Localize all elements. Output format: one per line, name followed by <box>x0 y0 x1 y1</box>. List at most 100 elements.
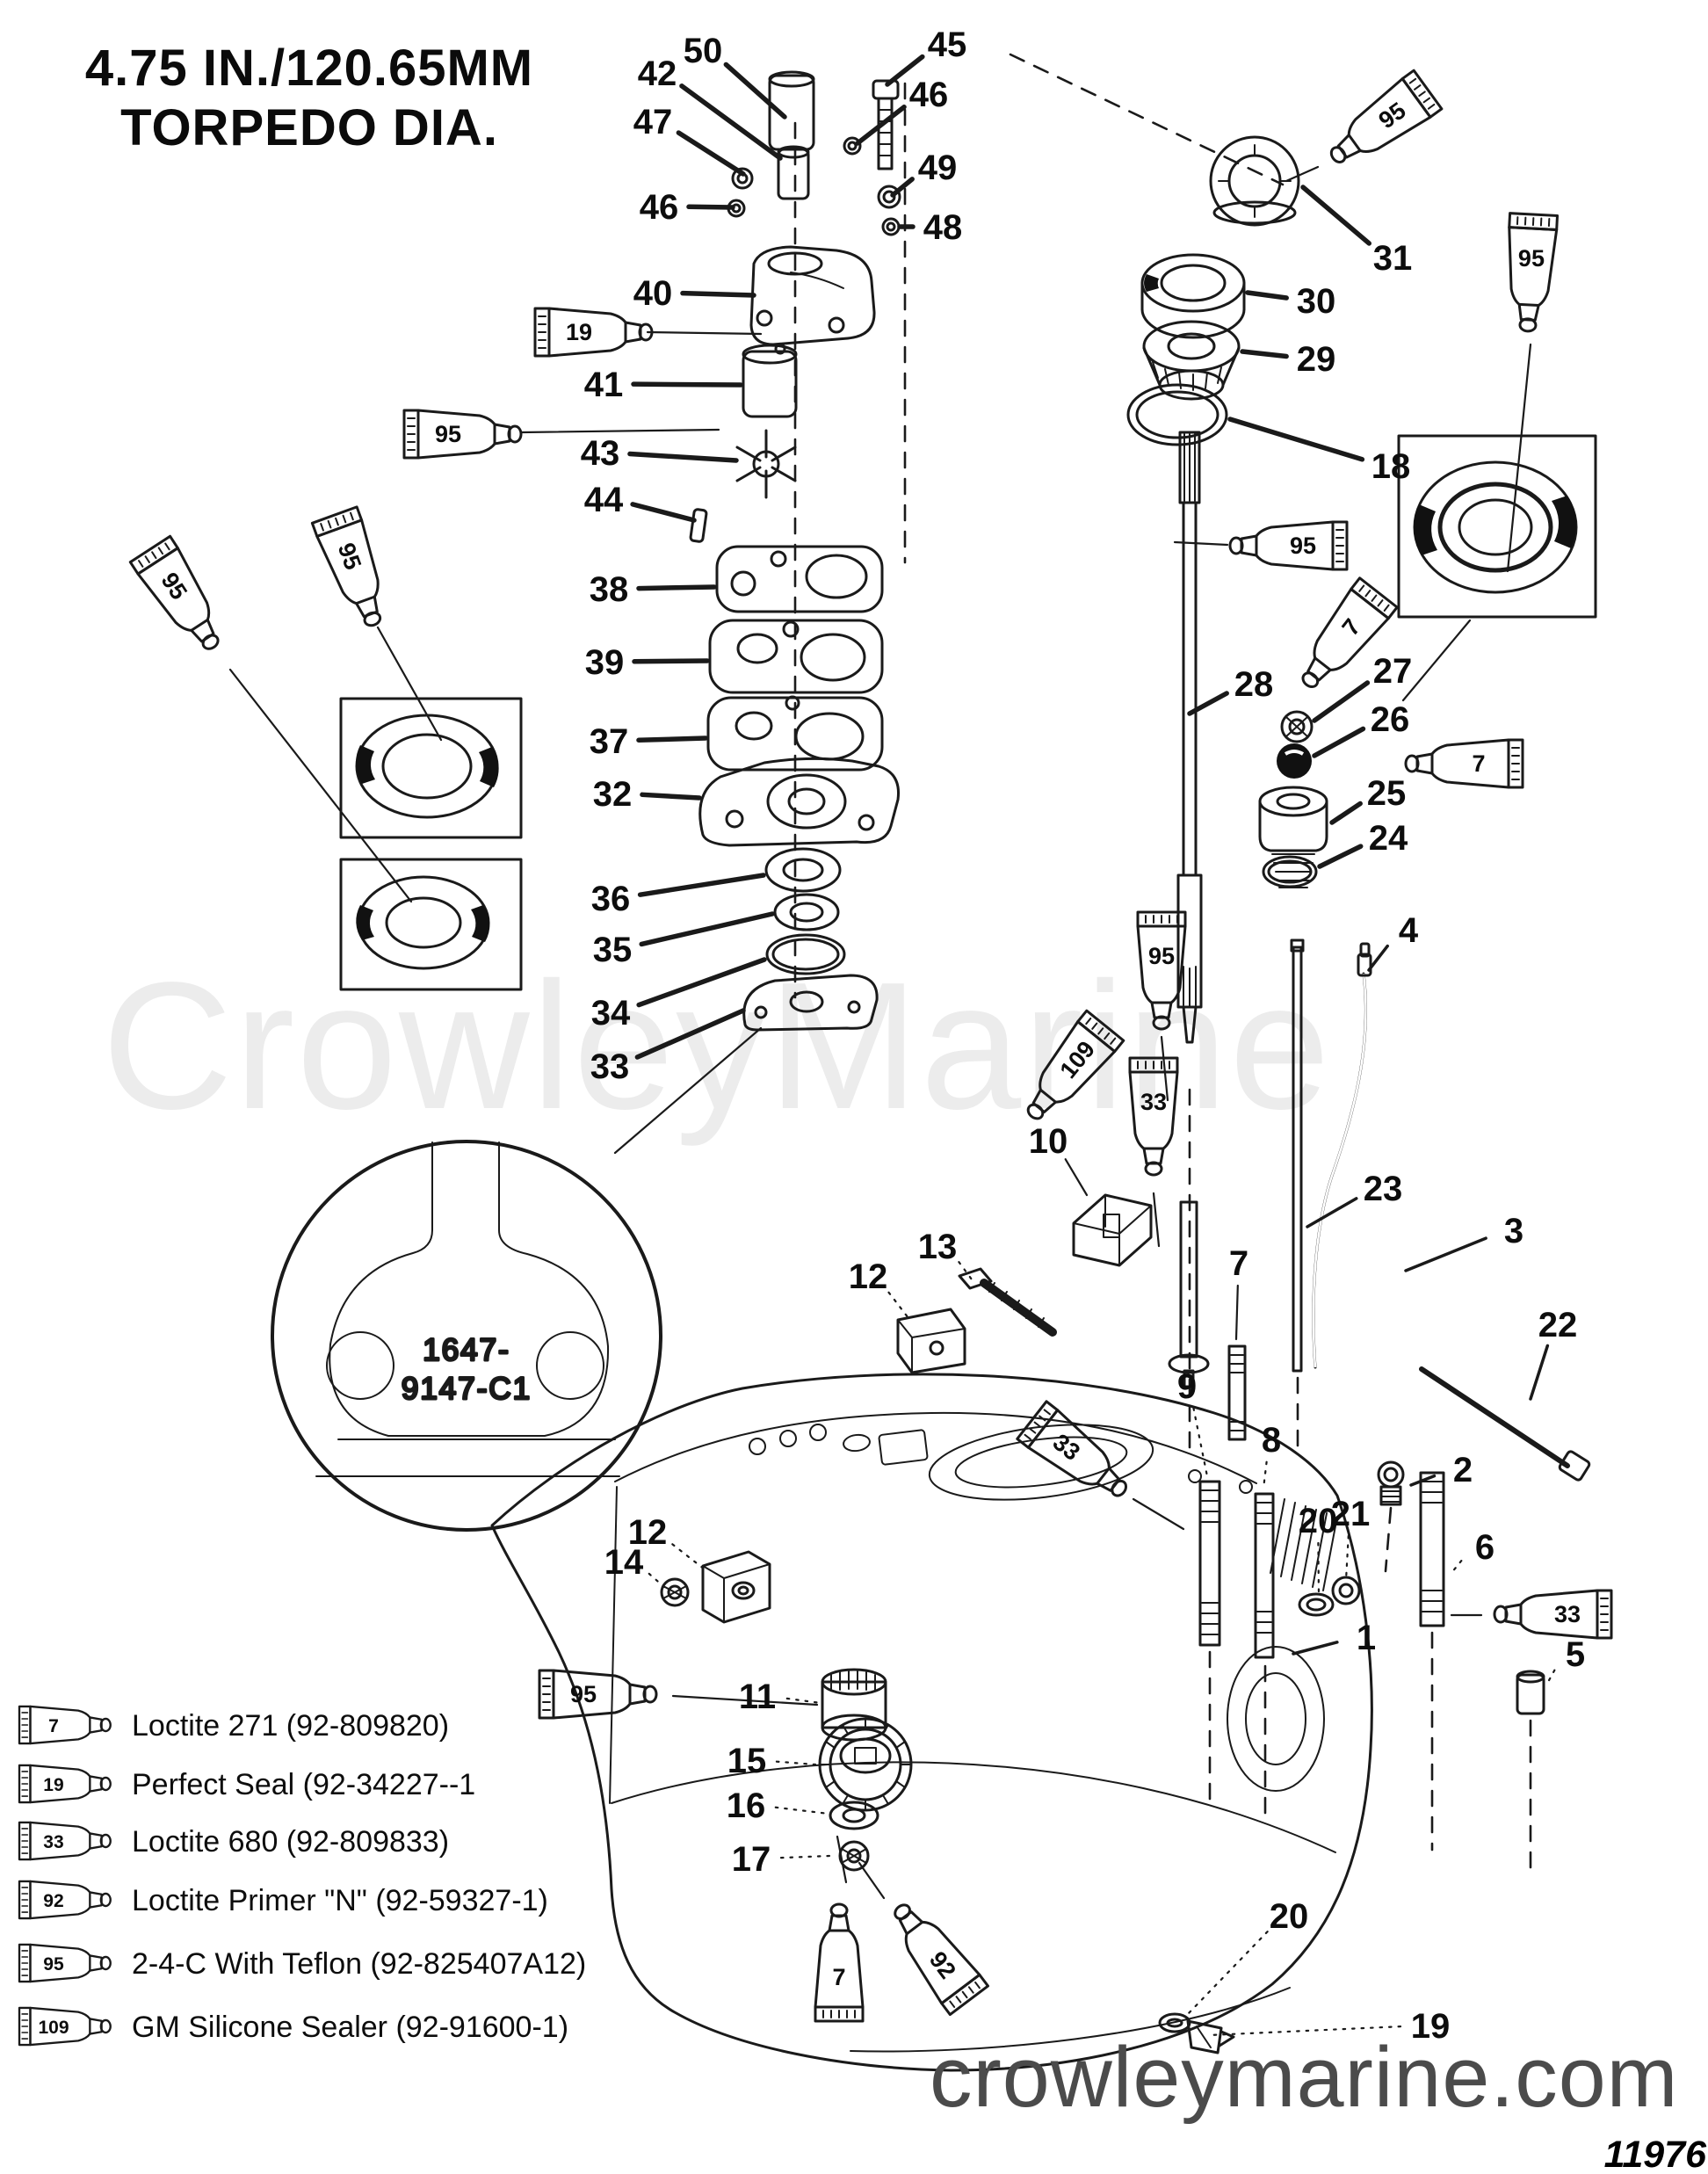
tube-label-33-11: 33 <box>1140 1089 1167 1115</box>
callout-49-6: 49 <box>918 149 958 187</box>
leader-1-44 <box>1292 1641 1339 1656</box>
leader-27-25 <box>1312 680 1371 723</box>
tube-label-95-5: 95 <box>1518 245 1545 272</box>
leader-7-36 <box>1234 1284 1239 1341</box>
driveshaft-28 <box>1168 431 1210 1388</box>
callout-19-52: 19 <box>1411 2007 1451 2046</box>
callout-21-41: 21 <box>1331 1495 1371 1533</box>
leader-34-18 <box>636 957 767 1008</box>
callout-20-40: 20 <box>1299 1502 1338 1540</box>
svg-text:33: 33 <box>43 1832 63 1852</box>
bearing-ball-26 <box>1277 743 1312 779</box>
leader-38-12 <box>636 584 717 591</box>
callout-47-4: 47 <box>633 103 673 141</box>
leader-41-9 <box>631 381 743 388</box>
tube-95-1 <box>402 409 523 460</box>
callout-32-15: 32 <box>593 775 633 814</box>
callout-4-29: 4 <box>1399 911 1419 950</box>
leader-13-34 <box>958 1261 973 1281</box>
legend-tube-7: 7 <box>18 1705 112 1745</box>
svg-text:19: 19 <box>43 1775 63 1795</box>
callout-41-9: 41 <box>584 366 624 404</box>
callout-11-47: 11 <box>739 1678 776 1716</box>
tube-label-109-10: 109 <box>1054 1036 1100 1083</box>
legend-text-92: Loctite Primer "N" (92-59327-1) <box>132 1884 548 1917</box>
leader-12-45 <box>671 1543 706 1571</box>
callout-24-28: 24 <box>1369 819 1408 858</box>
speedo-fitting-2 <box>1377 1460 1405 1506</box>
callout-46-5: 46 <box>640 188 679 227</box>
callout-16-49: 16 <box>727 1786 766 1825</box>
legend-tube-109: 109 <box>18 2006 112 2047</box>
tube-33-11 <box>1128 1056 1179 1177</box>
tube-label-95-9: 95 <box>1148 943 1175 969</box>
callout-12-45: 12 <box>628 1513 668 1552</box>
tube-label-92-16: 92 <box>924 1946 961 1983</box>
callout-leader-lines <box>627 54 1556 2037</box>
page-title-line1: 4.75 IN./120.65MM <box>84 40 534 97</box>
leader-9-37 <box>1192 1407 1209 1478</box>
tube-7-8 <box>1404 738 1524 789</box>
tube-label-95-13: 95 <box>570 1681 597 1707</box>
dowel-5 <box>1516 1670 1545 1715</box>
tab-nut-17 <box>838 1840 870 1872</box>
washer-46-right <box>843 136 862 156</box>
washer-20-upper <box>1298 1592 1335 1617</box>
callout-12-35: 12 <box>849 1257 888 1296</box>
gasket-33 <box>742 974 879 1032</box>
leader-40-8 <box>680 290 756 298</box>
stud-9 <box>1198 1480 1221 1647</box>
leader-25-27 <box>1329 801 1363 825</box>
tube-label-95-3: 95 <box>156 568 192 605</box>
bolt-45 <box>872 79 900 170</box>
retainer-ring-31 <box>1209 135 1300 227</box>
callout-2-39: 2 <box>1453 1451 1473 1489</box>
leader-5-43 <box>1546 1669 1556 1684</box>
stud-7 <box>1227 1344 1247 1441</box>
callout-23-30: 23 <box>1364 1170 1403 1208</box>
leader-33-19 <box>634 1008 746 1060</box>
gear-housing-1 <box>490 1373 1373 2072</box>
leader-36-16 <box>637 873 766 897</box>
callout-28-24: 28 <box>1234 665 1274 704</box>
svg-text:95: 95 <box>43 1954 64 1975</box>
callout-25-27: 25 <box>1367 774 1407 813</box>
leader-17-50 <box>779 1854 831 1859</box>
callout-38-12: 38 <box>590 570 629 609</box>
callout-30-21: 30 <box>1297 282 1336 321</box>
callout-1-44: 1 <box>1357 1619 1376 1657</box>
link-lines <box>228 165 1532 1900</box>
tube-label-19-0: 19 <box>566 319 592 345</box>
tube-label-95-2: 95 <box>333 540 366 573</box>
callout-42-3: 42 <box>638 54 677 93</box>
tube-label-95-6: 95 <box>1290 533 1316 559</box>
shift-rod-23 <box>1290 938 1305 1373</box>
pinion-nut-27 <box>1280 710 1314 743</box>
shift-cam-bracket-10 <box>1072 1193 1153 1267</box>
sleeve-42 <box>777 145 810 200</box>
leader-29-22 <box>1240 349 1289 359</box>
drain-screw-19 <box>1186 2019 1235 2054</box>
o-ring-24 <box>1262 855 1318 888</box>
anode-bolt-13 <box>958 1267 1057 1337</box>
nut-49 <box>877 185 901 209</box>
anode-block-12-lower <box>701 1550 771 1624</box>
legend-text-95: 2-4-C With Teflon (92-825407A12) <box>132 1947 586 1981</box>
leader-11-47 <box>785 1697 822 1705</box>
tube-95-4 <box>1318 69 1444 179</box>
tube-95-5 <box>1502 212 1560 334</box>
tube-label-95-4: 95 <box>1374 97 1411 134</box>
callout-3-31: 3 <box>1504 1212 1523 1250</box>
callout-50-0: 50 <box>684 32 723 70</box>
oil-line-3 <box>1312 942 1372 1369</box>
leader-32-15 <box>640 792 702 801</box>
leader-16-49 <box>774 1806 830 1815</box>
legend-tube-92: 92 <box>18 1880 112 1920</box>
leader-45-1 <box>885 54 925 87</box>
leader-8-38 <box>1262 1460 1268 1490</box>
callout-33-19: 33 <box>590 1047 630 1086</box>
o-ring-34 <box>765 933 846 975</box>
leader-44-11 <box>630 502 697 523</box>
